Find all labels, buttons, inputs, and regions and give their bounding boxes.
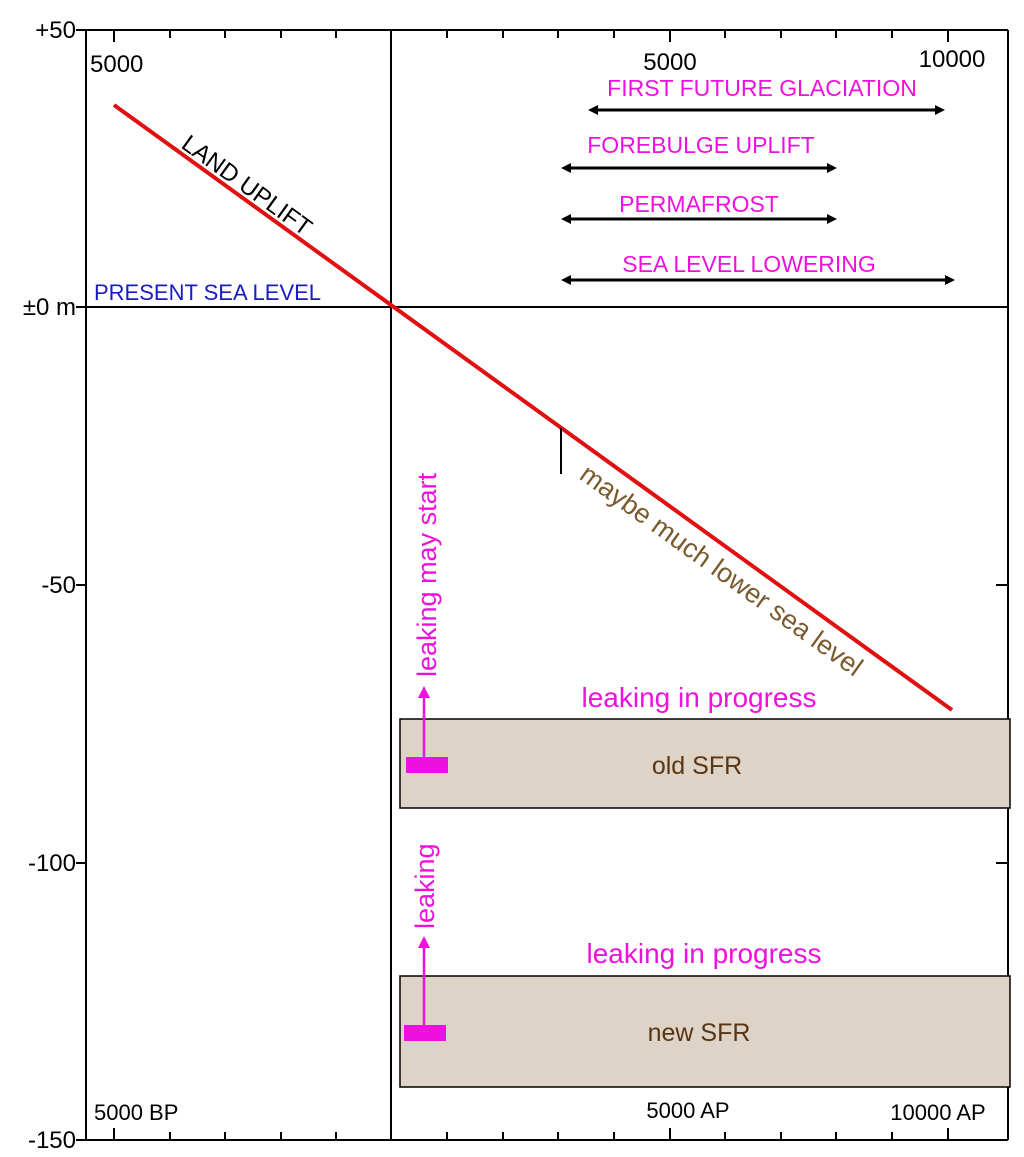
lower-sea-level-label: maybe much lower sea level [574, 459, 868, 683]
y-axis-ticks [76, 29, 1008, 1141]
bottom-mid-label: 5000 AP [646, 1098, 729, 1123]
old-sfr-label: old SFR [652, 752, 742, 780]
new-sfr-leak-marker [404, 1025, 446, 1041]
x-axis-ticks [113, 30, 949, 1140]
y-tick-label: -150 [28, 1127, 76, 1154]
event-label: PERMAFROST [619, 191, 779, 217]
y-tick-label: +50 [35, 17, 76, 44]
event-label: FOREBULGE UPLIFT [587, 132, 814, 158]
event-ranges: FIRST FUTURE GLACIATION FOREBULGE UPLIFT… [561, 75, 955, 285]
old-sfr-box [399, 718, 1011, 809]
top-axis-labels: 5000 5000 10000 [90, 46, 985, 78]
plot-frame [85, 29, 1009, 1141]
y-tick-label: -50 [41, 572, 76, 599]
top-mid-year-label: 5000 [643, 49, 696, 76]
land-uplift-label: LAND UPLIFT [176, 130, 316, 242]
present-sea-level-label: PRESENT SEA LEVEL [94, 280, 321, 305]
old-sfr-leak-label: leaking may start [412, 472, 442, 677]
new-sfr-box [399, 975, 1011, 1088]
event-label: SEA LEVEL LOWERING [622, 251, 876, 277]
event-label: FIRST FUTURE GLACIATION [607, 75, 917, 101]
y-axis-labels: +50 ±0 m -50 -100 -150 [23, 17, 76, 1154]
new-sfr-label: new SFR [648, 1019, 751, 1047]
bottom-left-label: 5000 BP [94, 1100, 178, 1125]
land-uplift-line [112, 103, 954, 712]
y-tick-label: ±0 m [23, 294, 76, 321]
new-sfr-leaking-status: leaking in progress [586, 938, 821, 969]
bottom-axis-labels: 5000 BP 5000 AP 10000 AP [94, 1098, 986, 1125]
top-left-year-label: 5000 [90, 51, 143, 78]
new-sfr-leak-label: leaking [410, 843, 440, 929]
top-right-year-label: 10000 [919, 46, 986, 73]
old-sfr-leak-marker [406, 757, 448, 773]
bottom-right-label: 10000 AP [890, 1100, 985, 1125]
y-tick-label: -100 [28, 850, 76, 877]
old-sfr-leaking-status: leaking in progress [581, 682, 816, 713]
